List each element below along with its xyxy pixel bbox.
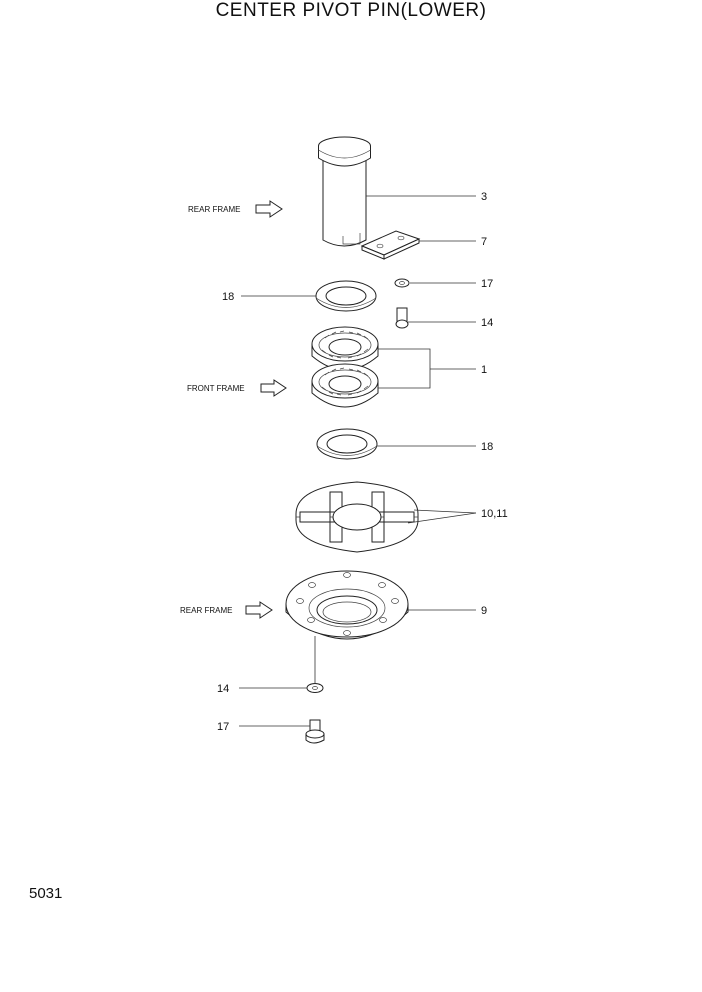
callout-bolt-top: 14 — [481, 317, 493, 329]
callout-pin: 3 — [481, 191, 487, 203]
callout-bolt-bottom: 17 — [217, 721, 229, 733]
callout-bearing: 1 — [481, 364, 487, 376]
bearing-upper — [311, 326, 379, 371]
arrow-front-frame — [260, 379, 287, 397]
shim-ring-lower — [316, 428, 378, 460]
arrow-rear-frame-bottom — [245, 601, 273, 619]
retainer-flange — [285, 570, 409, 640]
shim-ring-upper — [315, 280, 377, 312]
callout-shim-lower: 18 — [481, 441, 493, 453]
washer-bottom — [306, 683, 324, 693]
pivot-pin — [318, 136, 371, 247]
spacer-plate — [295, 481, 419, 553]
callout-retainer: 9 — [481, 605, 487, 617]
leader-lines — [239, 195, 477, 727]
page-title: CENTER PIVOT PIN(LOWER) — [215, 0, 487, 21]
lock-plate — [360, 230, 421, 260]
frame-label-rear-top: REAR FRAME — [188, 205, 240, 214]
bolt-bottom — [305, 719, 325, 744]
bolt-top — [395, 307, 409, 329]
frame-label-front: FRONT FRAME — [187, 384, 245, 393]
callout-washer-top: 17 — [481, 278, 493, 290]
callout-washer-bottom: 14 — [217, 683, 229, 695]
bearing-lower — [311, 363, 379, 408]
page-number: 5031 — [29, 885, 63, 902]
callout-shim-upper: 18 — [222, 291, 234, 303]
callout-spacer: 10,11 — [481, 508, 508, 520]
frame-label-rear-bottom: REAR FRAME — [180, 606, 232, 615]
arrow-rear-frame-top — [255, 200, 283, 218]
callout-plate: 7 — [481, 236, 487, 248]
washer-top — [394, 278, 410, 288]
